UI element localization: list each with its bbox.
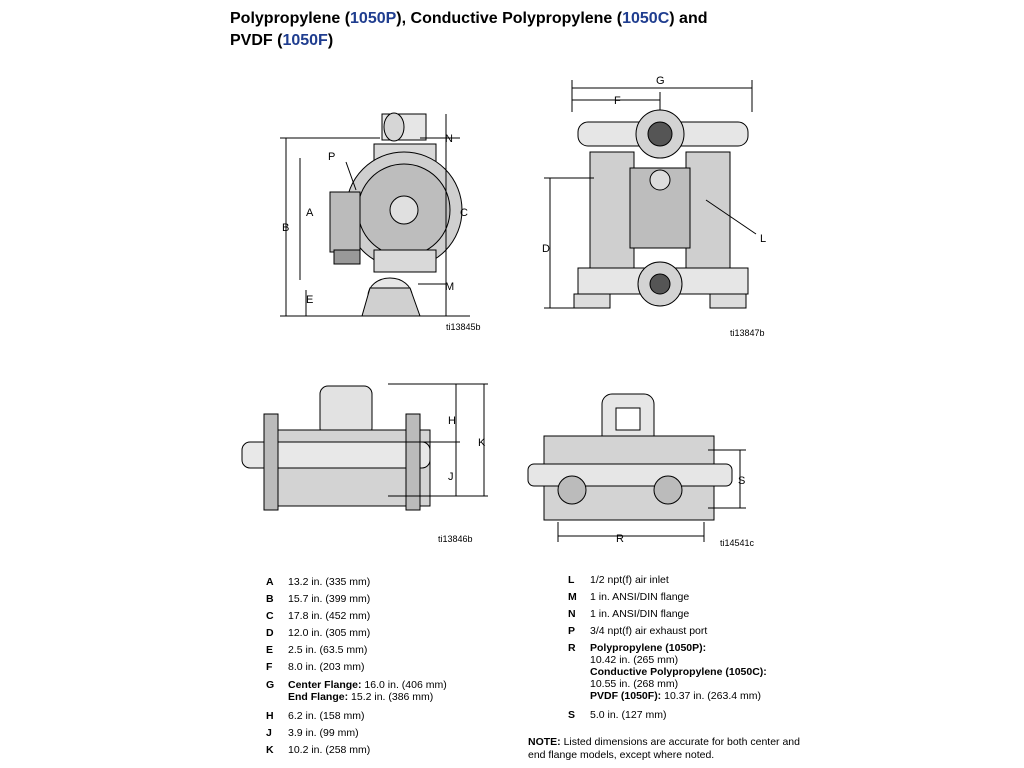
label-b: B	[282, 222, 289, 234]
note-text: Listed dimensions are accurate for both …	[528, 736, 800, 761]
figure-ref-top: ti13846b	[438, 534, 473, 544]
legend-row-g: G Center Flange: 16.0 in. (406 mm) End F…	[266, 679, 447, 703]
title-line-2: PVDF (1050F)	[230, 32, 334, 49]
label-e: E	[306, 294, 313, 306]
label-h: H	[448, 415, 456, 427]
page-title: Polypropylene (1050P), Conductive Polypr…	[230, 8, 707, 52]
label-g: G	[656, 75, 665, 87]
figure-ref-end: ti14541c	[720, 538, 755, 548]
label-d: D	[542, 243, 550, 255]
label-m: M	[445, 281, 454, 293]
label-k: K	[478, 437, 486, 449]
title-line-1: Polypropylene (1050P), Conductive Polypr…	[230, 10, 708, 27]
model-1050f: 1050F	[282, 32, 328, 49]
model-1050c: 1050C	[622, 10, 670, 27]
footnote: NOTE: Listed dimensions are accurate for…	[528, 736, 818, 762]
end-view-drawing: S R ti14541c	[527, 393, 755, 548]
label-f: F	[614, 95, 621, 107]
label-l: L	[760, 233, 766, 245]
end-view-figure: S R ti14541c	[522, 390, 772, 550]
note-label: NOTE:	[528, 736, 561, 748]
figure-ref-front: ti13847b	[730, 328, 765, 338]
label-r: R	[616, 533, 624, 545]
label-s: S	[738, 475, 745, 487]
label-j: J	[448, 471, 454, 483]
label-c: C	[460, 207, 468, 219]
legend-row-r: R Polypropylene (1050P): 10.42 in. (265 …	[568, 642, 767, 702]
model-1050p: 1050P	[350, 10, 397, 27]
front-view-drawing: G F D L ti13847b	[542, 75, 766, 338]
label-p: P	[328, 151, 335, 163]
side-view-drawing: N P A B C E M ti13845b	[280, 112, 481, 332]
figure-ref-side: ti13845b	[446, 322, 481, 332]
top-view-figure: H K J ti13846b	[238, 380, 498, 550]
front-view-figure: G F D L ti13847b	[534, 72, 784, 342]
label-a: A	[306, 207, 314, 219]
label-n: N	[445, 133, 453, 145]
top-view-drawing: H K J ti13846b	[241, 383, 488, 544]
side-view-figure: N P A B C E M ti13845b	[270, 100, 500, 340]
